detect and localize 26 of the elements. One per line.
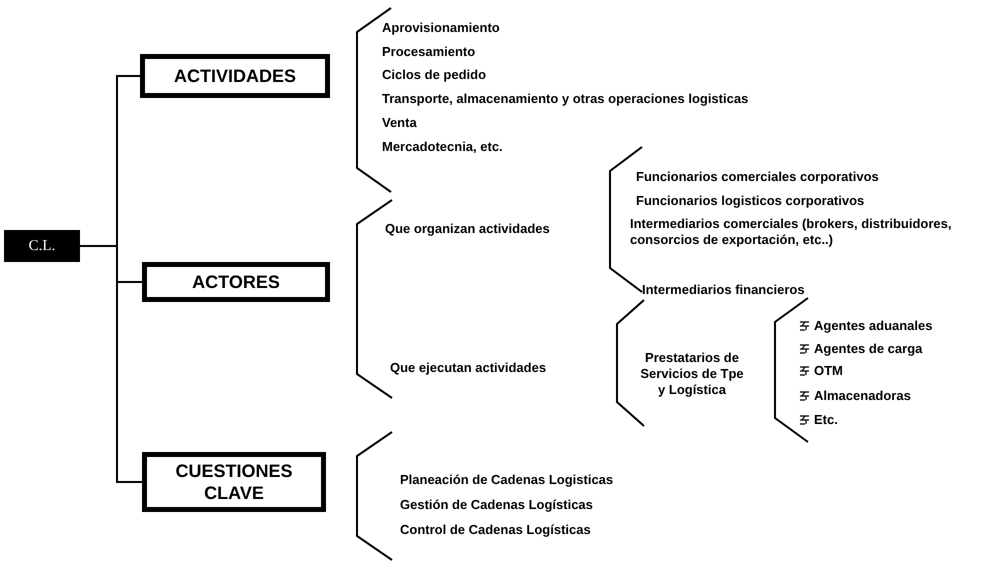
- item-text: Ciclos de pedido: [382, 67, 486, 83]
- category-box: ACTORES: [142, 262, 330, 302]
- item-text: Agentes de carga: [814, 341, 922, 357]
- item-text: OTM: [814, 363, 843, 379]
- item-text: Venta: [382, 115, 417, 131]
- item-text: Gestión de Cadenas Logísticas: [400, 497, 593, 513]
- item-text: Transporte, almacenamiento y otras operaciones logisticas: [382, 91, 748, 107]
- item-text: Funcionarios logisticos corporativos: [636, 193, 864, 209]
- item-text: Control de Cadenas Logísticas: [400, 522, 591, 538]
- connector-line: [80, 245, 142, 483]
- root-box: C.L.: [4, 230, 80, 262]
- item-text: Que organizan actividades: [385, 221, 550, 237]
- item-text: Que ejecutan actividades: [390, 360, 546, 376]
- category-box: CUESTIONES CLAVE: [142, 452, 326, 512]
- item-text: Intermediarios financieros: [642, 282, 805, 298]
- item-text: Etc.: [814, 412, 838, 428]
- item-text: Procesamiento: [382, 44, 476, 60]
- item-text: Agentes aduanales: [814, 318, 932, 334]
- item-text: Aprovisionamiento: [382, 20, 500, 36]
- item-text: Funcionarios comerciales corporativos: [636, 169, 879, 185]
- category-box: ACTIVIDADES: [140, 54, 330, 98]
- item-text: Planeación de Cadenas Logisticas: [400, 472, 614, 488]
- item-text: Almacenadoras: [814, 388, 911, 404]
- item-text: Prestatarios de Servicios de Tpe y Logística: [639, 350, 745, 398]
- item-text: Intermediarios comerciales (brokers, distribuidores, consorcios de exportación, etc..): [630, 216, 953, 248]
- item-text: Mercadotecnia, etc.: [382, 139, 503, 155]
